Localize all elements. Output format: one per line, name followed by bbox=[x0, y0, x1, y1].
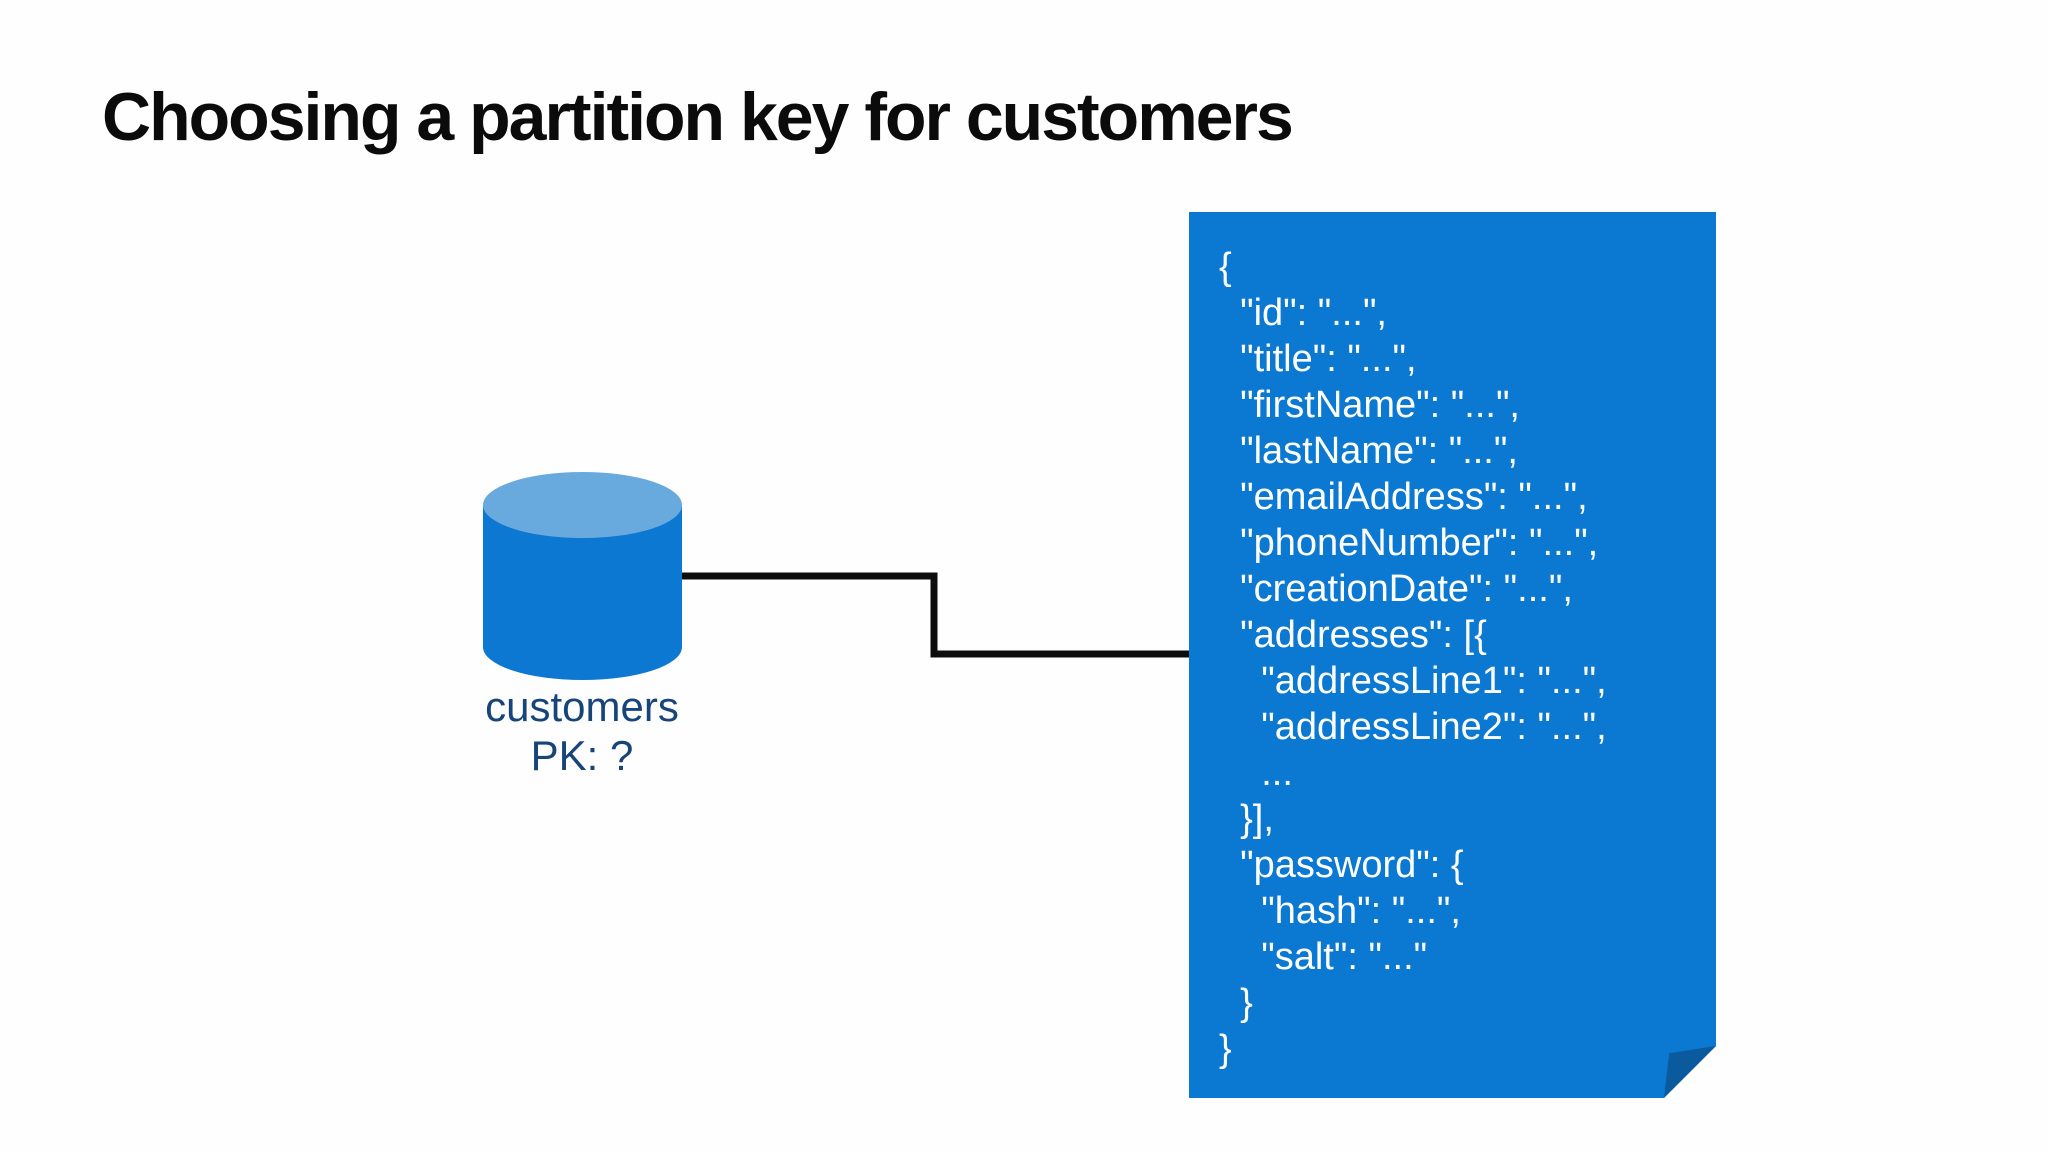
slide-title: Choosing a partition key for customers bbox=[102, 79, 1294, 155]
json-code: { "id": "...", "title": "...", "firstNam… bbox=[1219, 246, 1607, 1070]
database-cylinder-top bbox=[483, 472, 682, 538]
json-document-card: { "id": "...", "title": "...", "firstNam… bbox=[1189, 212, 1716, 1098]
database-cylinder-body bbox=[483, 505, 682, 681]
database-cylinder-icon bbox=[483, 472, 682, 681]
partition-key-label: PK: ? bbox=[530, 732, 634, 779]
database-label: customers PK: ? bbox=[402, 682, 762, 780]
connector-line bbox=[679, 572, 1192, 658]
database-name-label: customers bbox=[485, 683, 679, 730]
